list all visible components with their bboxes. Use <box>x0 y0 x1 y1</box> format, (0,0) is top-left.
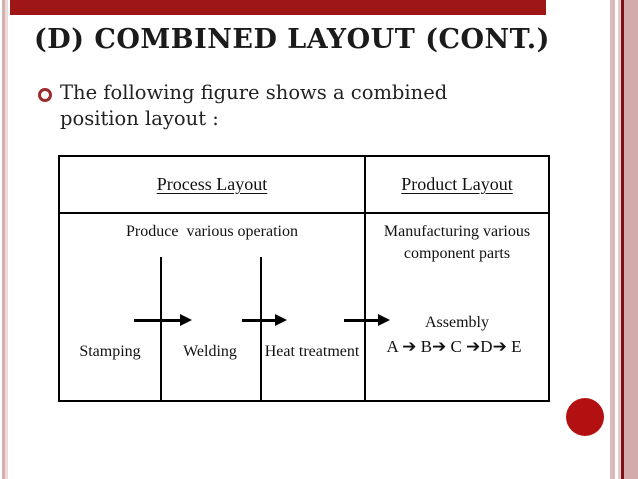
product-description-line2: component parts <box>403 244 511 262</box>
flow-arrow-3 <box>344 315 390 326</box>
product-layout-header: Product Layout <box>401 174 513 194</box>
product-description: Manufacturing various component parts <box>366 221 548 264</box>
station-divider-1 <box>160 257 162 400</box>
process-layout-header: Process Layout <box>156 174 268 194</box>
assembly-label: Assembly <box>425 314 489 331</box>
bullet-ring-icon <box>38 88 52 102</box>
left-edge-stripe-light <box>5 0 8 479</box>
process-caption: Produce various operation <box>126 223 298 240</box>
decorative-circle <box>566 398 604 436</box>
page-title: (D) COMBINED LAYOUT (CONT.) <box>34 24 550 55</box>
station-label-welding: Welding <box>183 343 237 360</box>
station-label-heat-treatment: Heat treatment <box>264 343 360 360</box>
top-accent-bar <box>10 0 546 15</box>
product-description-line1: Manufacturing various <box>383 223 531 240</box>
flow-arrow-1 <box>134 315 192 326</box>
station-label-stamping: Stamping <box>79 343 141 360</box>
right-edge-stripe-light <box>618 0 621 479</box>
station-divider-2 <box>260 257 262 400</box>
right-edge-band <box>624 0 638 479</box>
column-divider <box>364 157 366 400</box>
combined-layout-figure: Process Layout Product Layout Produce va… <box>58 155 550 402</box>
bullet-text: The following figure shows a combined po… <box>60 81 448 131</box>
left-edge-stripe <box>2 0 5 479</box>
flow-arrow-2 <box>242 315 287 326</box>
header-divider <box>60 212 548 214</box>
right-edge-dark-line <box>621 0 624 479</box>
bullet-item: The following figure shows a combined po… <box>36 80 536 133</box>
right-edge-stripe <box>610 0 615 479</box>
assembly-sequence: A ➔ B➔ C ➔D➔ E <box>386 337 522 356</box>
